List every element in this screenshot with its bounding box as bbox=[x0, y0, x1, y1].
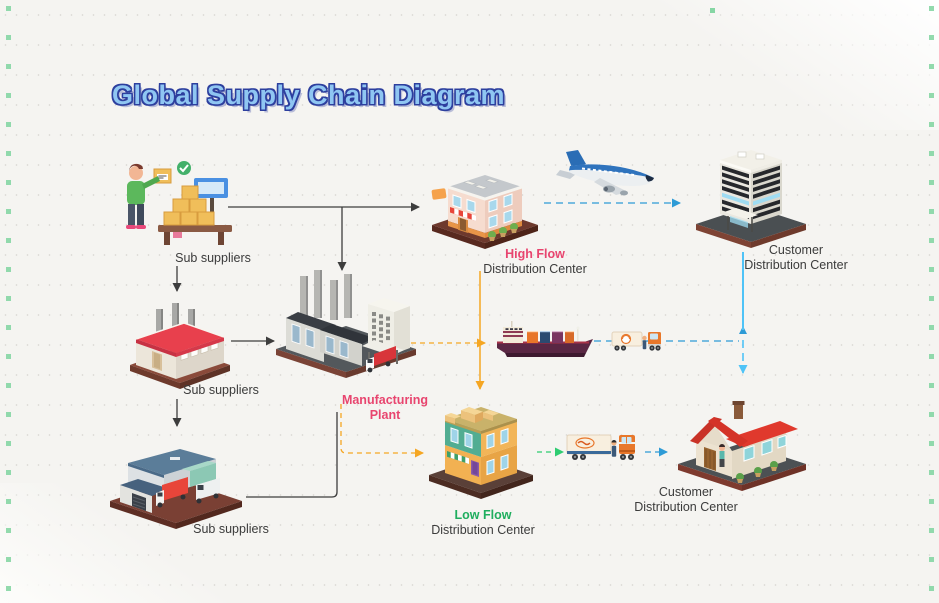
cargo-ship-icon bbox=[497, 321, 593, 357]
edge-marker-strip bbox=[6, 6, 11, 597]
delivery-truck-icon bbox=[611, 331, 661, 351]
shop-building-icon bbox=[429, 407, 533, 499]
node-sub-supplier-mid[interactable] bbox=[126, 293, 234, 391]
house-icon bbox=[678, 401, 806, 491]
worker-loading-boxes-icon bbox=[126, 161, 232, 245]
node-customer-dc-top[interactable] bbox=[690, 144, 812, 252]
connector-subsupplier3-to-plant bbox=[246, 412, 338, 498]
edge-marker-strip bbox=[929, 6, 934, 597]
label-sub-supplier-top: Sub suppliers bbox=[175, 251, 251, 265]
label-manufacturing-plant: Manufacturing Plant bbox=[341, 393, 429, 422]
node-sub-supplier-bottom[interactable] bbox=[104, 441, 249, 529]
airplane-icon bbox=[556, 150, 654, 196]
connector-plant-to-lowflow-dc bbox=[340, 404, 424, 458]
small-truck-transport[interactable] bbox=[609, 325, 666, 356]
red-factory-icon bbox=[130, 303, 230, 389]
node-high-flow-dc[interactable] bbox=[426, 151, 544, 253]
label-customer-dc-bottom: Customer Distribution Center bbox=[634, 485, 738, 514]
airplane-transport[interactable] bbox=[556, 148, 664, 206]
delivery-truck-icon bbox=[566, 434, 635, 460]
office-tower-icon bbox=[696, 150, 806, 248]
node-customer-dc-bottom[interactable] bbox=[670, 389, 814, 493]
page-title: Global Supply Chain Diagram bbox=[112, 80, 506, 110]
node-sub-supplier-top[interactable] bbox=[118, 156, 238, 248]
cargo-ship-transport[interactable] bbox=[493, 319, 595, 363]
label-low-flow-dc: Low Flow Distribution Center bbox=[431, 508, 535, 537]
node-manufacturing-plant[interactable] bbox=[272, 266, 422, 378]
label-sub-supplier-bottom: Sub suppliers bbox=[193, 522, 269, 536]
label-customer-dc-top: Customer Distribution Center bbox=[744, 243, 848, 272]
industrial-plant-icon bbox=[276, 270, 416, 378]
retail-building-icon bbox=[431, 175, 538, 249]
large-truck-transport[interactable] bbox=[565, 429, 643, 467]
label-sub-supplier-mid: Sub suppliers bbox=[183, 383, 259, 397]
warehouse-trucks-icon bbox=[110, 449, 242, 529]
label-high-flow-dc: High Flow Distribution Center bbox=[483, 247, 587, 276]
node-low-flow-dc[interactable] bbox=[425, 391, 537, 505]
